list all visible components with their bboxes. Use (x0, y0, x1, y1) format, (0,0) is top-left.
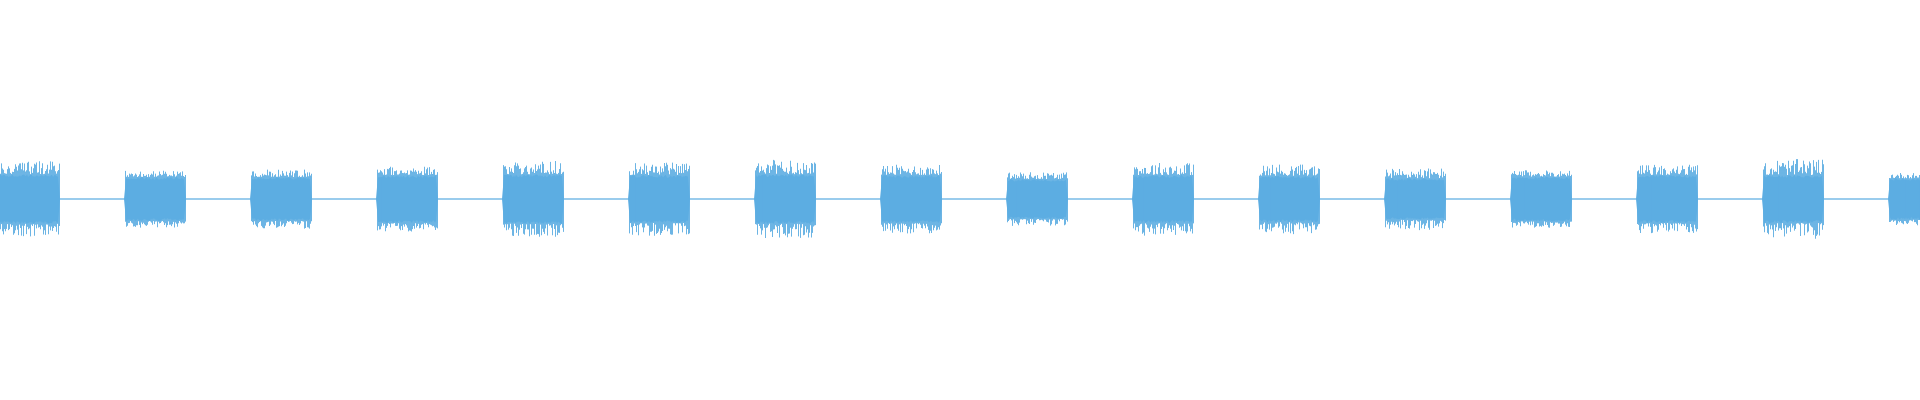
waveform-bursts (0, 159, 1920, 239)
waveform-burst (124, 170, 186, 228)
waveform-burst (628, 162, 690, 236)
waveform-burst-peaks (1259, 164, 1320, 235)
waveform-burst (1384, 168, 1446, 231)
waveform-burst (1888, 173, 1920, 226)
waveform-burst (0, 161, 60, 237)
waveform-burst (1636, 164, 1698, 234)
waveform-burst (1006, 172, 1068, 226)
waveform-burst-body (0, 174, 60, 224)
waveform-burst-peaks (125, 170, 186, 228)
waveform-burst (754, 159, 816, 238)
waveform-burst-body (1888, 178, 1920, 220)
waveform-burst-peaks (1385, 168, 1446, 231)
waveform-burst-peaks (377, 166, 438, 232)
waveform-burst-peaks (0, 161, 60, 237)
waveform-burst (1258, 164, 1320, 235)
waveform-burst-peaks (1763, 159, 1824, 239)
waveform-burst (376, 166, 438, 232)
waveform-burst (250, 169, 312, 229)
waveform-burst-peaks (1889, 173, 1920, 226)
waveform-burst (1762, 159, 1824, 239)
waveform-burst-peaks (1133, 163, 1194, 236)
waveform-burst-peaks (1007, 172, 1068, 226)
waveform-burst (1132, 163, 1194, 236)
waveform-burst (1510, 170, 1572, 228)
waveform-burst-peaks (881, 164, 942, 234)
waveform-burst-peaks (251, 169, 312, 229)
waveform-burst (880, 164, 942, 234)
waveform-burst-peaks (755, 159, 816, 238)
waveform-burst-peaks (1637, 164, 1698, 234)
waveform-burst-peaks (1511, 170, 1572, 228)
waveform-burst-peaks (629, 162, 690, 236)
waveform-burst-peaks (503, 161, 564, 237)
waveform-burst (502, 161, 564, 237)
